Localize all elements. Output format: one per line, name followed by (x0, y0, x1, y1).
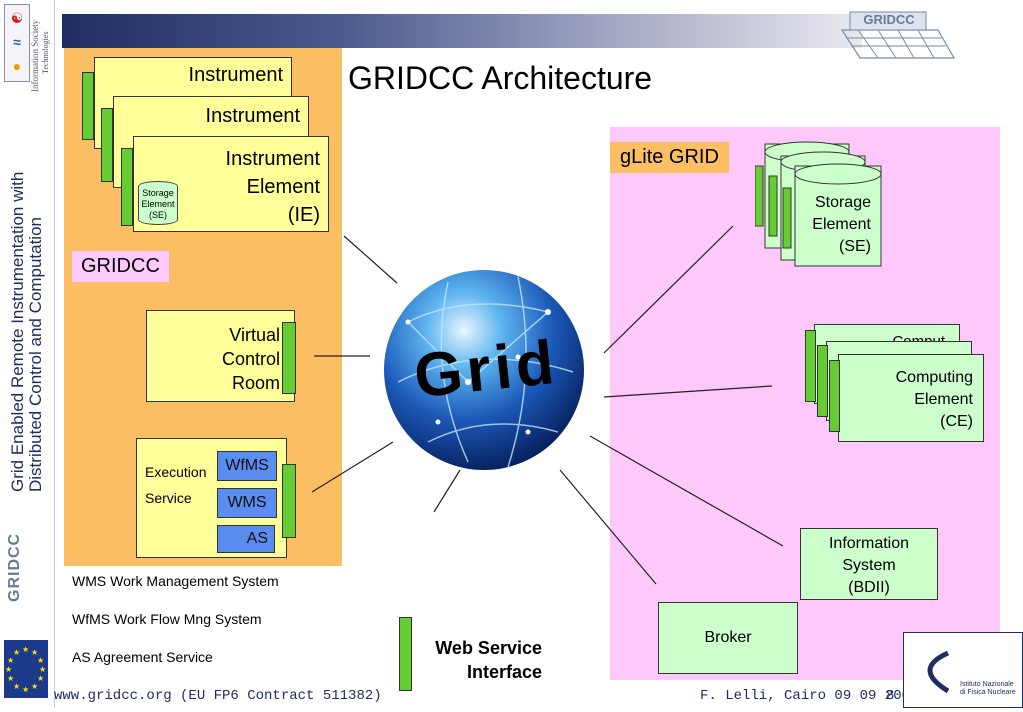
grid-sphere-icon: Grid (368, 262, 600, 482)
legend-wms: WMS Work Management System (72, 573, 279, 589)
eu-flag-icon: ★ ★ ★ ★ ★ ★ ★ ★ ★ ★ ★ ★ (4, 640, 48, 698)
link-grid-ce (603, 385, 773, 398)
ws-interface-ce-back-1 (805, 330, 816, 402)
footer-right: F. Lelli, Cairo 09 09 2007 (700, 688, 919, 704)
ie-label-line3: (IE) (287, 204, 320, 226)
as-box: AS (217, 525, 275, 553)
gridcc-logo-icon: GRIDCC (838, 8, 958, 62)
ist-logo-icon: ☯ ≈ ● (4, 4, 30, 82)
ws-interface-vcr (282, 322, 296, 394)
link-ie-grid (343, 235, 398, 284)
ws-interface-ce (829, 360, 840, 432)
virtual-control-room: Virtual Control Room (146, 310, 295, 402)
page-number: 8 (886, 688, 895, 704)
legend-wfms: WfMS Work Flow Mng System (72, 611, 262, 627)
storage-element-small: Storage Element (SE) (138, 181, 178, 225)
sidebar (0, 0, 55, 708)
page-title: GRIDCC Architecture (348, 60, 653, 96)
information-system: Information System (BDII) (800, 528, 938, 600)
link-grid-bdii (589, 435, 784, 547)
link-es-grid (311, 441, 394, 493)
link-grid-bottom (433, 469, 461, 513)
ws-interface-ie-back-2 (101, 108, 113, 182)
footer-left: www.gridcc.org (EU FP6 Contract 511382) (54, 688, 382, 704)
legend-ws-interface: Web Service Interface (435, 638, 542, 682)
instrument-element: Instrument Element (IE) Storage Element … (133, 136, 329, 232)
ws-interface-ie (121, 148, 133, 226)
link-grid-se (603, 225, 734, 354)
link-grid-broker (559, 469, 657, 585)
gridcc-label: GRIDCC (72, 251, 169, 282)
wfms-box: WfMS (217, 451, 277, 481)
ie-label-line2: Element (246, 176, 320, 198)
infn-logo-icon: Istituto Nazionale di Fisica Nucleare (903, 632, 1023, 708)
computing-element: Computing Element (CE) (838, 354, 984, 442)
ws-interface-es (282, 464, 296, 538)
broker: Broker (658, 602, 798, 674)
header-bar (62, 14, 862, 48)
legend-ws-interface-swatch (399, 617, 412, 691)
ws-interface-ie-back-1 (82, 72, 94, 140)
glite-grid-label: gLite GRID (610, 142, 729, 173)
ws-interface-ce-back-2 (817, 345, 828, 417)
ie-label-line1: Instrument (225, 148, 320, 170)
storage-element-stack: Storage Element (SE) (754, 140, 885, 270)
wms-box: WMS (217, 488, 277, 518)
top-gridcc-label: GRIDCC (863, 12, 915, 27)
legend-as: AS Agreement Service (72, 649, 213, 665)
